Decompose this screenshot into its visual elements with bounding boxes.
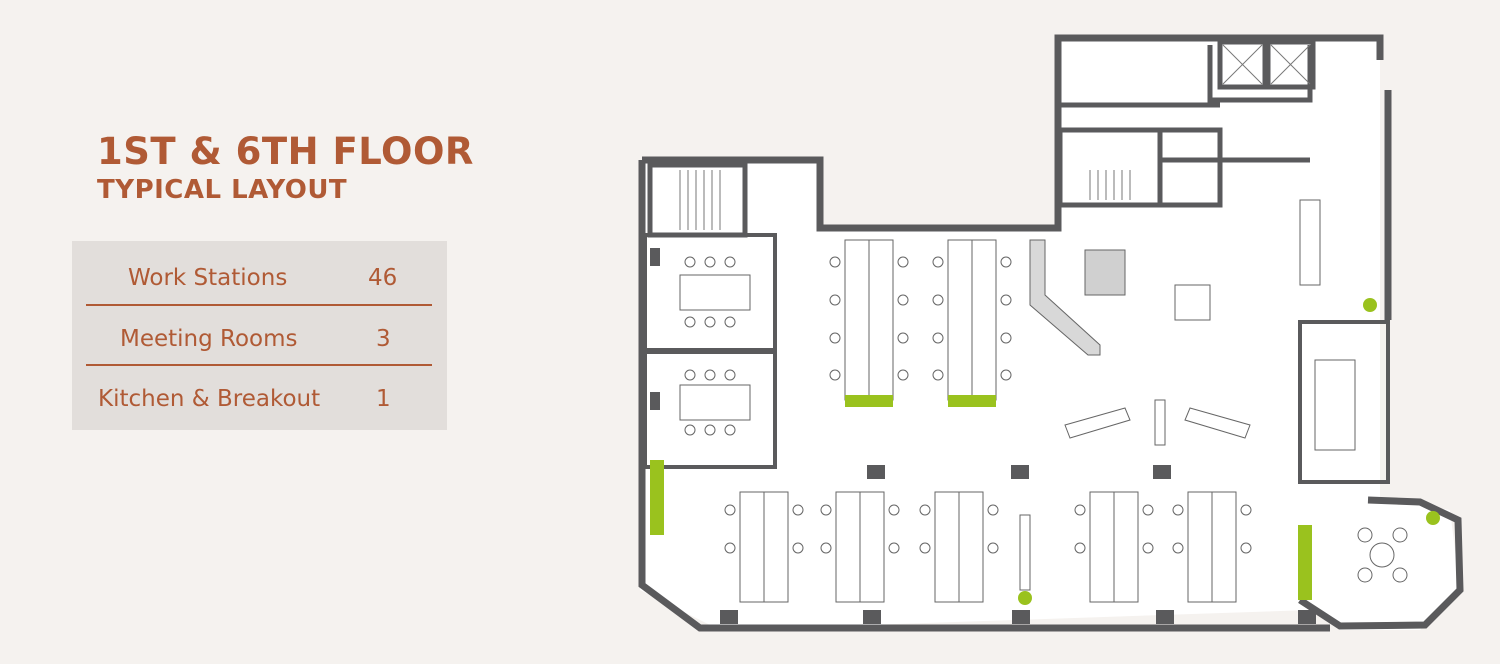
- floor-area: [640, 40, 1460, 630]
- summary-label: Kitchen & Breakout: [98, 386, 321, 412]
- breakout-room: [1298, 320, 1390, 484]
- columns: [650, 248, 1316, 624]
- meeting-rooms: [643, 233, 777, 469]
- layout-subtitle: TYPICAL LAYOUT: [97, 175, 348, 205]
- breakout-tables: [1019, 284, 1395, 591]
- summary-row-workstations: Work Stations 46: [72, 257, 447, 297]
- plants: [650, 298, 1440, 605]
- summary-value: 3: [376, 326, 391, 352]
- floor-plan: [638, 34, 1464, 632]
- summary-divider: [86, 364, 432, 366]
- summary-row-meeting-rooms: Meeting Rooms 3: [72, 318, 447, 358]
- exterior-walls: [638, 34, 1464, 632]
- summary-panel: Work Stations 46 Meeting Rooms 3 Kitchen…: [72, 241, 447, 430]
- stair-hatching: [679, 44, 1311, 230]
- kitchen-counter: [1029, 199, 1321, 356]
- core-walls: [647, 39, 1316, 238]
- chairs: [684, 256, 1408, 583]
- summary-row-kitchen: Kitchen & Breakout 1: [72, 378, 447, 418]
- workstation-desks: [739, 239, 1237, 603]
- summary-divider: [86, 304, 432, 306]
- summary-label: Meeting Rooms: [120, 326, 298, 352]
- summary-label: Work Stations: [128, 265, 288, 291]
- summary-value: 46: [368, 265, 398, 291]
- floor-title: 1ST & 6TH FLOOR: [97, 130, 474, 173]
- summary-value: 1: [376, 386, 391, 412]
